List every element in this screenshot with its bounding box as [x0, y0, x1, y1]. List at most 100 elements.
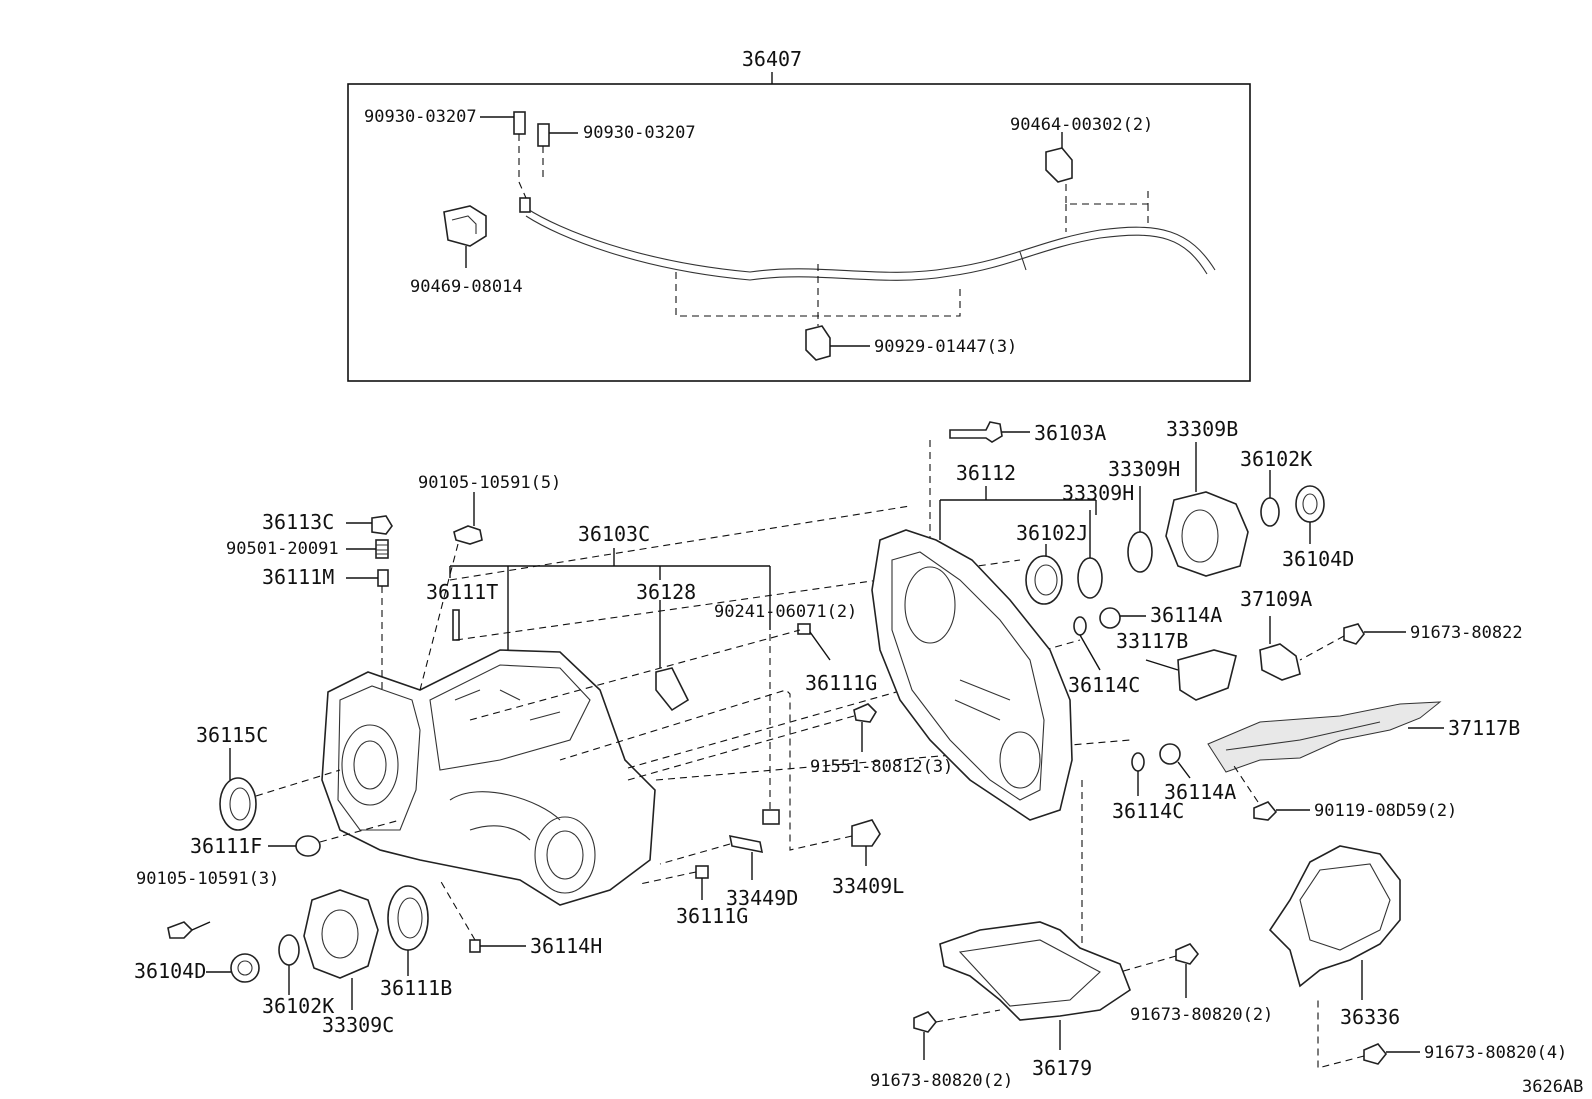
- spring-90501-label[interactable]: 90501-20091: [226, 539, 339, 559]
- flange-33309C: 33309C: [303, 889, 394, 1037]
- rear-case-label[interactable]: 36112: [956, 461, 1016, 485]
- stud-36111T: 36111T: [426, 580, 498, 641]
- flange-nut-36104D-left-label[interactable]: 36104D: [134, 959, 206, 983]
- sensor-33409L-label[interactable]: 33409L: [832, 874, 904, 898]
- flange-33309C-label[interactable]: 33309C: [322, 1013, 394, 1037]
- plug-36111G-lower: 36111G: [639, 865, 748, 928]
- flange-33309B-label[interactable]: 33309B: [1166, 417, 1238, 441]
- ball-36111M: [377, 569, 389, 587]
- stud-36111T-label[interactable]: 36111T: [426, 580, 498, 604]
- plug-36114H: 36114H: [439, 879, 602, 958]
- transfer-case-front-housing: [321, 649, 656, 906]
- washer-36114C-b-label[interactable]: 36114C: [1112, 799, 1184, 823]
- plug-stack: 36113C 90501-20091 36111M: [226, 510, 393, 690]
- sensor-33409L: 33409L: [559, 689, 904, 898]
- plug-36111F-label[interactable]: 36111F: [190, 834, 262, 858]
- skid-plate-36179: 36179: [939, 780, 1131, 1080]
- pin-90241-label[interactable]: 90241-06071(2): [714, 602, 857, 622]
- bolt-91673-80820-c: 91673-80820(4): [1317, 996, 1567, 1069]
- rear-case-body: [871, 529, 1073, 821]
- hose-clip-left: [443, 205, 487, 247]
- skid-plate-36179-label[interactable]: 36179: [1032, 1056, 1092, 1080]
- plug-36111F: 36111F: [190, 819, 401, 858]
- bolt-91673-80822: 91673-80822: [1299, 623, 1523, 661]
- washer-36114C-upper: 36114C: [1068, 616, 1140, 697]
- pin-90241: 90241-06071(2) 36111G: [714, 602, 877, 825]
- o-ring-36102K-right: 36102K: [1240, 447, 1312, 527]
- seal-36111B-label[interactable]: 36111B: [380, 976, 452, 1000]
- hose-assembly-group: 36407 90930-03207 90930-03207 90469-0801…: [347, 47, 1251, 382]
- plug-36111G-b-label[interactable]: 36111G: [676, 904, 748, 928]
- housing-label[interactable]: 36103C: [578, 522, 650, 546]
- bracket-37109A-label[interactable]: 37109A: [1240, 587, 1312, 611]
- hose-clamp-top: [1045, 147, 1073, 183]
- bolt-90119-label[interactable]: 90119-08D59(2): [1314, 801, 1457, 821]
- o-ring-36102K-left: 36102K: [262, 934, 334, 1018]
- ring-33309H-a-label[interactable]: 33309H: [1062, 481, 1134, 505]
- hose-assembly-box: [347, 83, 1251, 382]
- hose-assembly-label[interactable]: 36407: [742, 47, 802, 71]
- bolt-91673-80820-a: 91673-80820(2): [1119, 943, 1273, 1025]
- plug-36114H-label[interactable]: 36114H: [530, 934, 602, 958]
- bolt-90105-3-label[interactable]: 90105-10591(3): [136, 869, 279, 889]
- seal-36115C: 36115C: [196, 723, 341, 831]
- flange-nut-36104D-right-label[interactable]: 36104D: [1282, 547, 1354, 571]
- ball-36111M-label[interactable]: 36111M: [262, 565, 334, 589]
- seal-36115C-label[interactable]: 36115C: [196, 723, 268, 747]
- flange-nut-36104D-right: 36104D: [1282, 485, 1354, 571]
- plug-36114A-lower: 36114A: [1159, 743, 1236, 804]
- hose-clamp-top-label[interactable]: 90464-00302(2): [1010, 115, 1153, 135]
- bracket-33117B-label[interactable]: 33117B: [1116, 629, 1188, 653]
- heat-shield-37117B: 37117B: [1207, 701, 1520, 773]
- bolt-36103A-label[interactable]: 36103A: [1034, 421, 1106, 445]
- cover-36336-label[interactable]: 36336: [1340, 1005, 1400, 1029]
- plate-36128: 36128: [636, 580, 696, 712]
- bolt-90105-5-label[interactable]: 90105-10591(5): [418, 473, 561, 493]
- bolt-91673-80820-a-label[interactable]: 91673-80820(2): [1130, 1005, 1273, 1025]
- seal-36111B: 36111B: [380, 885, 452, 1000]
- bolt-91673-80822-label[interactable]: 91673-80822: [1410, 623, 1523, 643]
- ring-33309H-b: 33309H: [1108, 457, 1180, 573]
- bolt-91673-80820-b: 91673-80820(2): [870, 1009, 1013, 1091]
- o-ring-36102K-left-label[interactable]: 36102K: [262, 994, 334, 1018]
- hose-end-fitting: [519, 197, 531, 213]
- spacer-33449D: 33449D: [659, 834, 798, 910]
- plug-36114A-a-label[interactable]: 36114A: [1150, 603, 1222, 627]
- cover-36336: 36336: [1268, 845, 1401, 1029]
- plug-36113C-label[interactable]: 36113C: [262, 510, 334, 534]
- diagram-code: 3626AB: [1522, 1077, 1583, 1097]
- bolt-90105-5: 90105-10591(5): [418, 473, 561, 691]
- housing-group-leader: 36103C: [449, 522, 771, 650]
- plug-36114A-b-label[interactable]: 36114A: [1164, 780, 1236, 804]
- bolt-91673-80820-b-label[interactable]: 91673-80820(2): [870, 1071, 1013, 1091]
- seal-36102J-label[interactable]: 36102J: [1016, 521, 1088, 545]
- spring-90501: [375, 539, 389, 559]
- flange-nut-36104D-left: 36104D: [134, 953, 260, 983]
- hose-fitting-right-label[interactable]: 90930-03207: [583, 123, 696, 143]
- hose-clamp-bottom-label[interactable]: 90929-01447(3): [874, 337, 1017, 357]
- spacer-33449D-label[interactable]: 33449D: [726, 886, 798, 910]
- hose-clamp-bottom: [805, 325, 831, 361]
- heat-shield-37117B-label[interactable]: 37117B: [1448, 716, 1520, 740]
- o-ring-36102K-right-label[interactable]: 36102K: [1240, 447, 1312, 471]
- bolt-91673-80820-c-label[interactable]: 91673-80820(4): [1424, 1043, 1567, 1063]
- bolt-36103A: 36103A: [949, 421, 1106, 445]
- bolt-90105-3: 90105-10591(3): [136, 869, 279, 939]
- ring-33309H-b-label[interactable]: 33309H: [1108, 457, 1180, 481]
- plate-36128-label[interactable]: 36128: [636, 580, 696, 604]
- bolt-91551: 91551-80812(3): [627, 703, 953, 781]
- seal-36102J: 36102J: [1016, 521, 1088, 605]
- hose-pipe: [525, 207, 1216, 273]
- hose-fitting-left-label[interactable]: 90930-03207: [364, 107, 477, 127]
- hose-clip-left-label[interactable]: 90469-08014: [410, 277, 523, 297]
- rear-case-36112: 36112: [871, 461, 1097, 821]
- washer-36114C-lower: 36114C: [1112, 752, 1184, 823]
- hose-fitting-left: [513, 111, 526, 135]
- bolt-91551-label[interactable]: 91551-80812(3): [810, 757, 953, 777]
- washer-36114C-a-label[interactable]: 36114C: [1068, 673, 1140, 697]
- flange-33309B: 33309B: [1165, 417, 1249, 577]
- bracket-37109A: 37109A: [1240, 587, 1312, 681]
- pin-36111G-a-label[interactable]: 36111G: [805, 671, 877, 695]
- bracket-33117B: 33117B: [1116, 629, 1237, 701]
